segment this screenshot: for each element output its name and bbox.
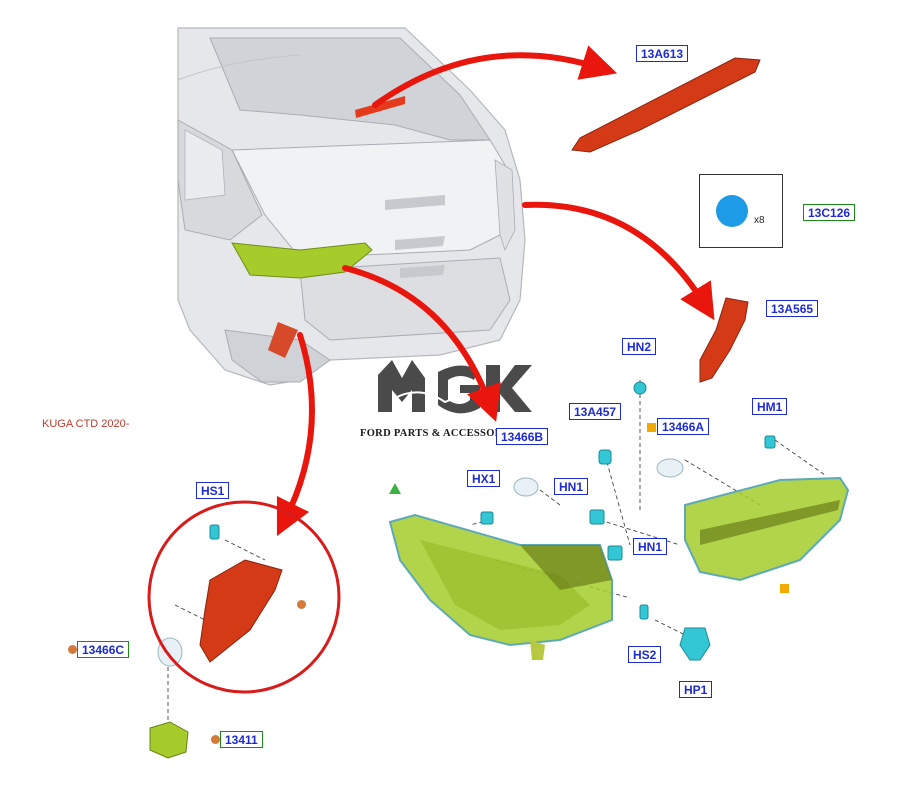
rear-reflector-lamp <box>199 559 283 663</box>
callout-13a613: 13A613 <box>636 45 689 62</box>
screw-hs1 <box>209 524 220 540</box>
bulb-13466b <box>513 477 539 497</box>
tail-lamp-inner <box>684 476 850 582</box>
watermark-logo <box>378 360 532 414</box>
highlight-circle <box>147 500 341 694</box>
lamp-bracket <box>699 297 749 383</box>
socket-13411 <box>149 721 189 759</box>
inset-box: x8 <box>699 174 783 248</box>
yellow-marker-square <box>780 584 789 593</box>
callout-hx1: HX1 <box>467 470 501 487</box>
bulb-13466a <box>656 458 684 478</box>
callout-hs1: HS1 <box>196 482 230 499</box>
clip-13a457 <box>598 449 612 465</box>
watermark-text: FORD PARTS & ACCESSORIES <box>360 428 521 439</box>
pointer-arrows <box>276 45 715 537</box>
clip-hn1-b <box>607 545 623 561</box>
callout-13c126: 13C126 <box>803 204 856 221</box>
callout-hn2: HN2 <box>622 338 657 355</box>
callout-13411: 13411 <box>220 731 263 748</box>
vehicle-caption: KUGA CTD 2020- <box>42 418 130 430</box>
clip-hn1-a <box>589 509 605 525</box>
push-pin-hp1 <box>679 627 711 661</box>
bulb-13466c <box>157 637 183 667</box>
inset-quantity: x8 <box>754 215 765 226</box>
yellow-marker-square <box>647 423 656 432</box>
callout-hm1: HM1 <box>752 398 788 415</box>
blue-dot-part <box>716 195 748 227</box>
callout-hn1-upper: HN1 <box>554 478 589 495</box>
callout-13466a: 13466A <box>657 418 710 435</box>
callout-13a565: 13A565 <box>766 300 819 317</box>
bulb-socket-hn2 <box>633 381 647 395</box>
orange-marker-dot <box>297 600 306 609</box>
high-mount-stop-lamp <box>571 57 761 153</box>
callout-13466b: 13466B <box>496 428 549 445</box>
clip-hx1 <box>480 511 494 525</box>
tail-lamp-outer <box>388 513 613 660</box>
clip-hm1 <box>764 435 776 449</box>
callout-13a457: 13A457 <box>569 403 622 420</box>
vehicle-rear-illustration <box>177 27 526 386</box>
orange-marker-dot <box>211 735 220 744</box>
callout-hp1: HP1 <box>679 681 713 698</box>
callout-13466c: 13466C <box>77 641 130 658</box>
green-triangle-marker <box>389 483 401 494</box>
orange-marker-dot <box>68 645 77 654</box>
callout-hs2: HS2 <box>628 646 662 663</box>
callout-hn1-lower: HN1 <box>633 538 668 555</box>
screw-hs2 <box>639 604 649 620</box>
small-parts <box>149 381 776 759</box>
